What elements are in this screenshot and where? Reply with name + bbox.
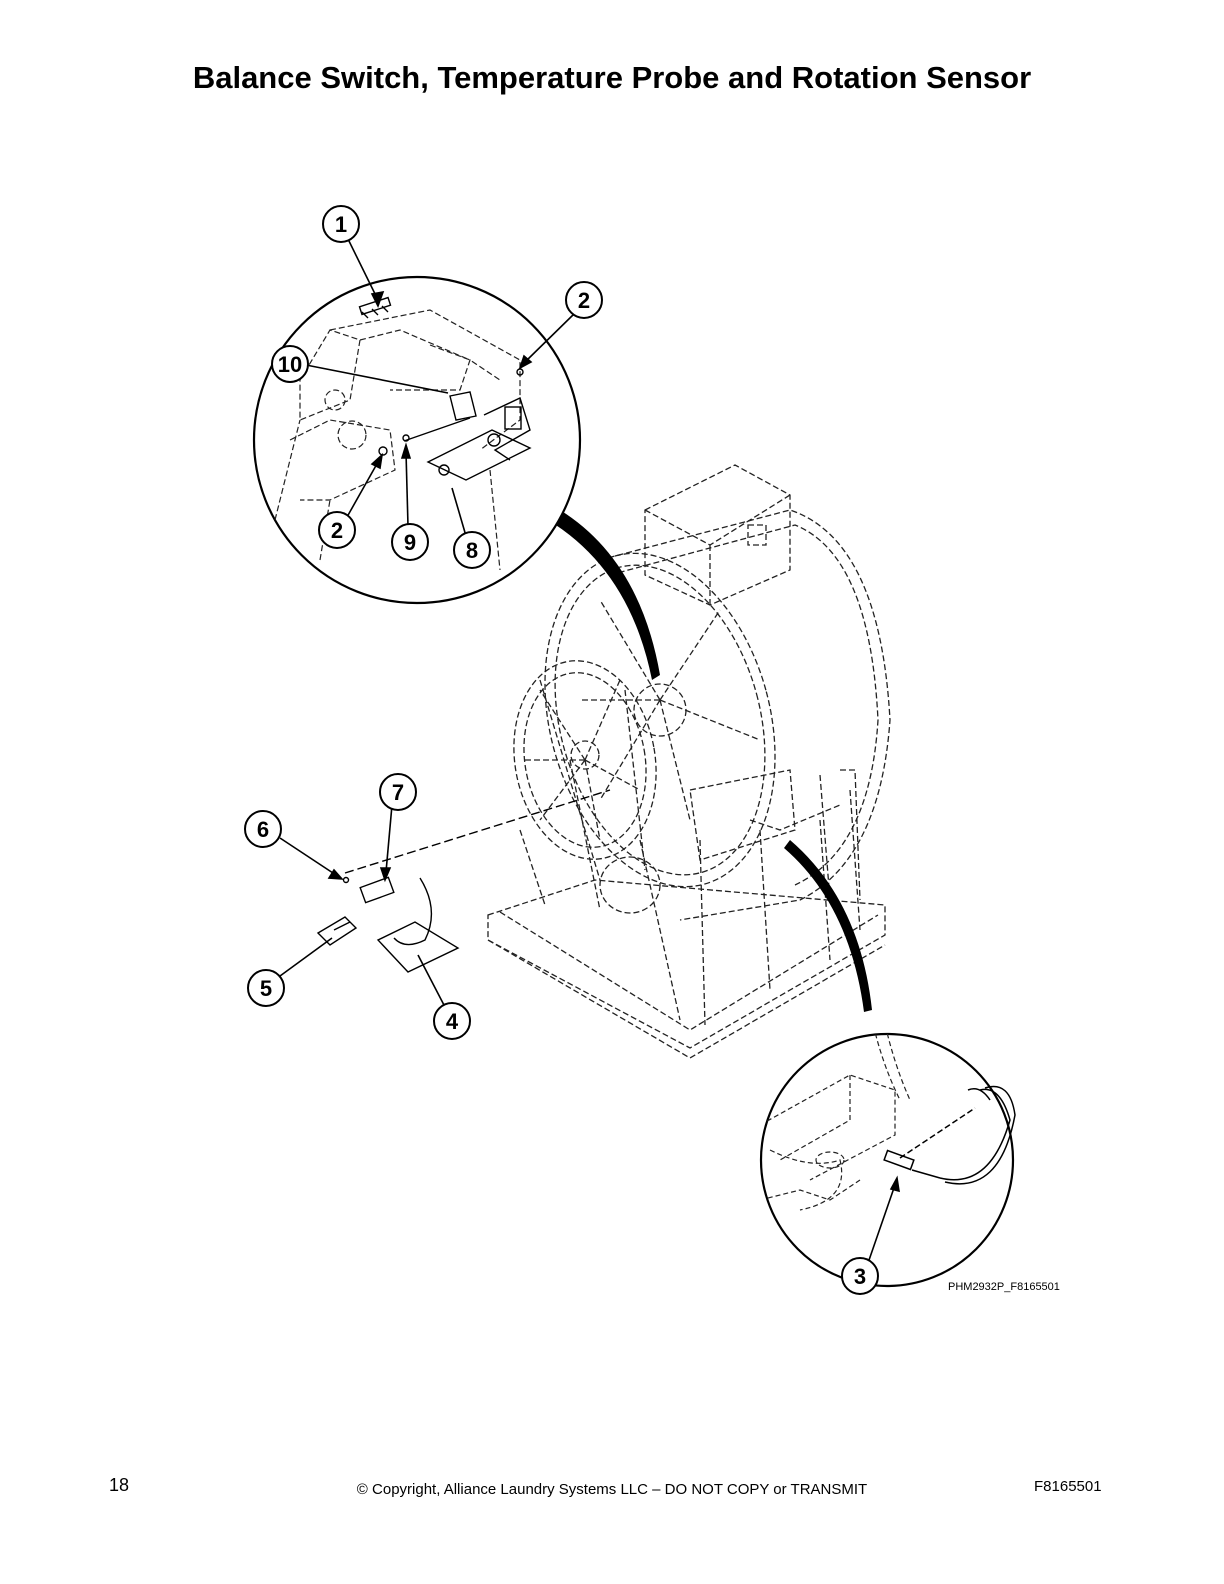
callout-5: 5 — [247, 969, 285, 1007]
callout-3: 3 — [841, 1257, 879, 1295]
svg-text:6: 6 — [257, 817, 269, 842]
rotation-sensor-parts — [316, 789, 611, 973]
callout-2-top: 2 — [565, 281, 603, 319]
callout-1: 1 — [322, 205, 360, 243]
callout-2-bottom: 2 — [318, 511, 356, 549]
svg-text:3: 3 — [854, 1264, 866, 1289]
temperature-probe-detail — [759, 1032, 1016, 1288]
callout-8: 8 — [453, 531, 491, 569]
callout-9: 9 — [391, 523, 429, 561]
page-number: 18 — [109, 1475, 130, 1495]
svg-text:1: 1 — [335, 212, 347, 237]
copyright-notice: © Copyright, Alliance Laundry Systems LL… — [356, 1481, 868, 1498]
svg-text:8: 8 — [466, 538, 478, 563]
svg-text:9: 9 — [404, 530, 416, 555]
callout-7: 7 — [379, 773, 417, 811]
callout-6: 6 — [244, 810, 282, 848]
svg-text:5: 5 — [260, 976, 272, 1001]
callout-10: 10 — [271, 345, 309, 383]
svg-text:4: 4 — [446, 1009, 459, 1034]
svg-text:10: 10 — [278, 352, 302, 377]
svg-text:2: 2 — [578, 288, 590, 313]
machine-illustration — [487, 464, 891, 1059]
document-id: F8165501 — [1034, 1478, 1102, 1495]
svg-text:7: 7 — [392, 780, 404, 805]
svg-text:2: 2 — [331, 518, 343, 543]
callout-leaders — [279, 238, 900, 1264]
zoom-leaders — [548, 510, 872, 1012]
page-title: Balance Switch, Temperature Probe and Ro… — [192, 60, 1032, 95]
figure-id: PHM2932P_F8165501 — [948, 1281, 1060, 1293]
callout-4: 4 — [433, 1002, 471, 1040]
